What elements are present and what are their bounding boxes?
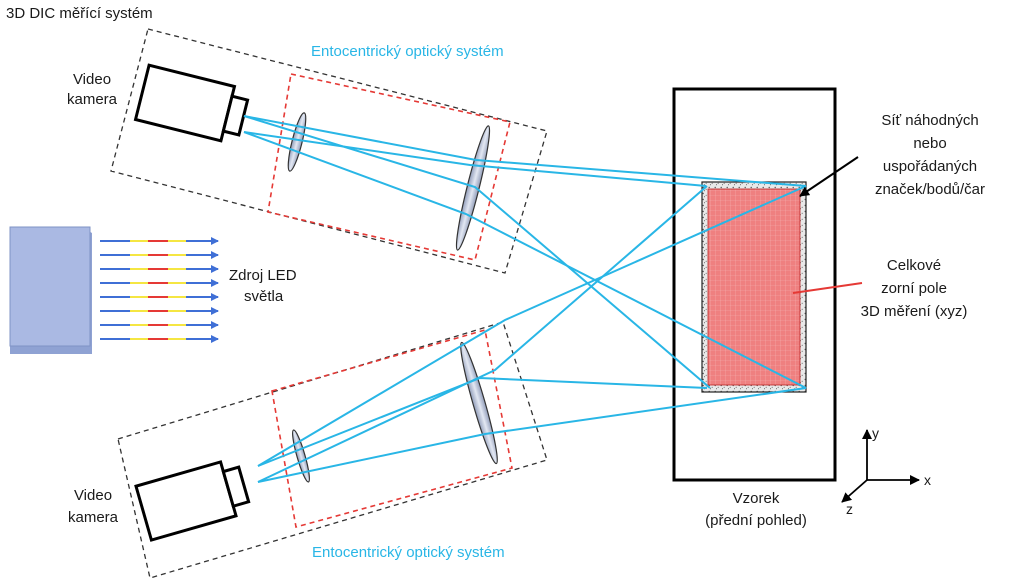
bottom-red-frame [271, 328, 513, 529]
field-label-line3: 3D měření (xyz) [861, 303, 968, 320]
specimen-label-line1: Vzorek [733, 490, 780, 507]
top-small-lens [287, 112, 307, 172]
axis-z-label: z [846, 501, 853, 517]
camera-top-label-line1: Video [73, 71, 111, 88]
axis-y-label: y [872, 425, 879, 441]
optical-system-bottom-label: Entocentrický optický systém [312, 544, 505, 561]
axis-x-label: x [924, 472, 931, 488]
pattern-label-line4: značek/bodů/čar [875, 181, 985, 198]
field-pointer-line [792, 282, 863, 294]
optical-system-top-label: Entocentrický optický systém [311, 43, 504, 60]
top-camera [133, 63, 250, 143]
led-label-line1: Zdroj LED [229, 267, 297, 284]
specimen-label-line2: (přední pohled) [705, 512, 807, 529]
pattern-label-line3: uspořádaných [883, 158, 977, 175]
camera-top-label-line2: kamera [67, 91, 118, 108]
camera-bottom-label-line2: kamera [68, 509, 119, 526]
top-large-lens [455, 125, 491, 251]
pattern-pointer-arrow [799, 156, 859, 197]
bottom-camera [134, 460, 251, 542]
top-camera-rays [243, 115, 807, 389]
top-outer-frame [110, 28, 548, 274]
bottom-camera-rays [257, 185, 807, 483]
field-label-line2: zorní pole [881, 280, 947, 297]
bottom-outer-frame [117, 321, 548, 579]
bottom-large-lens [460, 341, 498, 465]
measurement-field [707, 188, 801, 386]
pattern-label-line1: Síť náhodných [881, 112, 978, 129]
top-optical-system [110, 28, 548, 274]
field-label-line1: Celkové [887, 257, 941, 274]
title: 3D DIC měřící systém [6, 5, 153, 22]
top-red-frame [267, 73, 511, 261]
led-label-line2: světla [244, 288, 284, 305]
led-light-beams [100, 237, 219, 343]
bottom-optical-system [117, 321, 548, 579]
coordinate-axes [841, 429, 920, 503]
led-source [9, 226, 219, 354]
pattern-label-line2: nebo [913, 135, 946, 152]
camera-bottom-label-line1: Video [74, 487, 112, 504]
